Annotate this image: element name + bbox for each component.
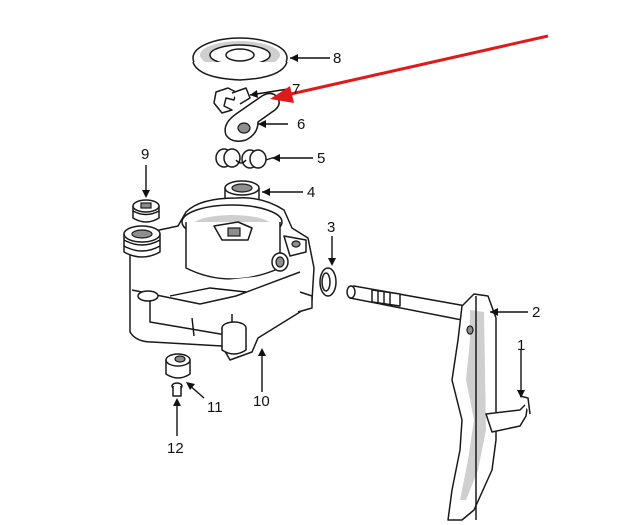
part-1-bracket (485, 395, 531, 433)
part-7-clip (213, 87, 251, 114)
callout-9: 9 (141, 146, 149, 163)
part-5-spring (215, 148, 273, 169)
callout-8: 8 (333, 50, 341, 67)
callout-11: 11 (207, 399, 223, 416)
part-6-lever (224, 92, 280, 142)
callout-4: 4 (307, 184, 315, 201)
part-12-screw (171, 382, 183, 397)
part-9-plug (132, 199, 160, 223)
callout-5: 5 (317, 150, 325, 167)
callout-6: 6 (297, 116, 305, 133)
callout-labels: 1 2 3 4 5 6 7 8 9 10 11 12 (141, 50, 540, 457)
part-2-shaft (346, 285, 467, 321)
leader-lines (142, 54, 528, 436)
part-3-seal (319, 267, 337, 297)
callout-12: 12 (167, 440, 184, 457)
part-10-housing (123, 197, 315, 361)
part-11-cap (165, 353, 191, 379)
callout-2: 2 (532, 304, 540, 321)
part-2-lever-arm (447, 293, 497, 521)
callout-7: 7 (292, 81, 300, 98)
callout-3: 3 (327, 219, 335, 236)
callout-1: 1 (517, 337, 525, 354)
callout-10: 10 (253, 393, 270, 410)
highlight-arrow (270, 34, 549, 103)
part-8-cover (192, 37, 288, 81)
